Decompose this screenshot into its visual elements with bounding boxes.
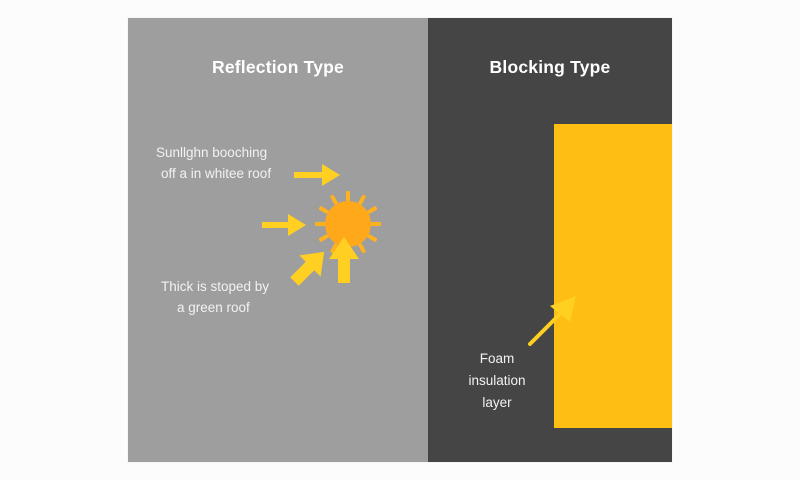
annotation-heat-line-2: a green roof (177, 300, 250, 315)
arrow-sunlight-incoming-middle (262, 214, 306, 236)
sun-ray (366, 205, 378, 215)
sun-ray (329, 194, 339, 206)
sun-disc (325, 201, 371, 247)
sun-ray (371, 222, 381, 226)
sun-ray (366, 233, 378, 243)
sun-ray (357, 194, 367, 206)
sun-ray (346, 191, 350, 201)
sun-ray (318, 205, 330, 215)
annotation-sunlight-line-2: off a in whitee roof (161, 166, 272, 181)
annotation-foam-line-3: layer (482, 395, 512, 410)
annotation-foam-line-2: insulation (468, 373, 526, 388)
annotation-foam-line-1: Foam (479, 351, 515, 366)
annotation-sunlight-bouncing: Sunllghn booching off a in whitee roof (156, 142, 271, 184)
annotation-heat-line-1: Thick is stoped by (161, 279, 270, 294)
annotation-foam-insulation-layer: Foam insulation layer (446, 348, 548, 414)
panel-reflection-type: Reflection Type Sunllghn booching off a … (128, 18, 428, 462)
annotation-heat-stopped: Thick is stoped by a green roof (161, 276, 269, 318)
panel-title-blocking-type: Blocking Type (489, 57, 611, 77)
panel-blocking-type: Blocking Type Foam insulation layer (428, 18, 672, 462)
foam-insulation-block (554, 124, 672, 428)
annotation-sunlight-line-1: Sunllghn booching (156, 145, 268, 160)
arrow-foam-pointer (528, 296, 576, 346)
comparison-diagram: Reflection Type Sunllghn booching off a … (128, 18, 672, 462)
arrow-sunlight-incoming-upper (294, 164, 340, 186)
arrow-heat-reflected-diagonal (290, 251, 325, 286)
sun-icon (302, 178, 394, 270)
arrow-heat-reflected-vertical (329, 237, 359, 283)
panel-title-reflection-type: Reflection Type (211, 57, 344, 77)
